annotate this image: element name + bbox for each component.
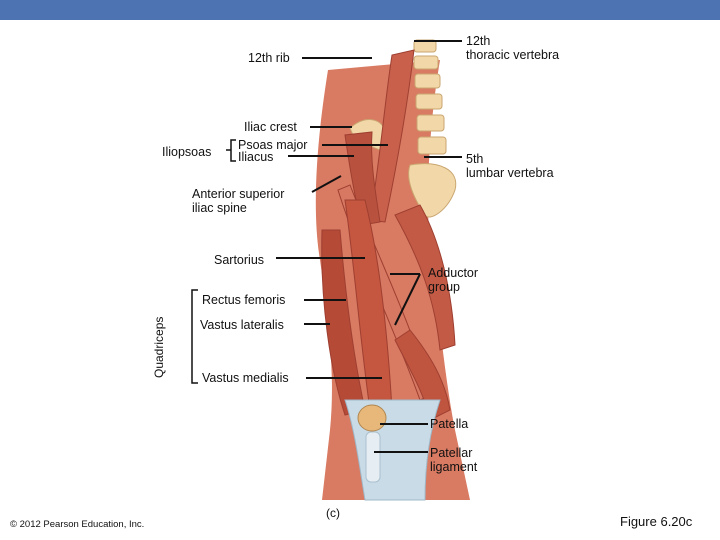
label-iliacus: Iliacus <box>238 150 274 164</box>
label-patellar-ligament: Patellar ligament <box>430 446 477 474</box>
label-vastus-lateralis: Vastus lateralis <box>200 318 284 332</box>
label-line: group <box>428 280 460 294</box>
label-12th-rib: 12th rib <box>248 51 290 65</box>
label-anterior-superior-iliac-spine: Anterior superior iliac spine <box>192 187 284 215</box>
vastus-medialis-muscle <box>394 329 451 421</box>
label-line: Adductor <box>428 266 479 280</box>
label-adductor-group: Adductor group <box>428 266 478 294</box>
quadriceps-bracket <box>191 289 198 384</box>
label-line: lumbar vertebra <box>466 166 554 180</box>
copyright-notice: © 2012 Pearson Education, Inc. <box>10 519 145 530</box>
sacrum <box>408 163 457 218</box>
label-patella: Patella <box>430 417 469 431</box>
label-line: thoracic vertebra <box>466 48 560 62</box>
figure-label: Figure 6.20c <box>620 514 693 529</box>
label-vastus-medialis: Vastus medialis <box>202 371 289 385</box>
label-psoas-major: Psoas major <box>238 138 308 152</box>
patella-bone <box>357 404 387 432</box>
psoas-muscle <box>369 49 415 223</box>
label-iliopsoas: Iliopsoas <box>162 145 212 159</box>
leader-asis <box>311 175 342 193</box>
label-line: 12th <box>466 34 491 48</box>
label-quadriceps: Quadriceps <box>152 316 166 378</box>
top-bar <box>0 0 720 20</box>
panel-label: (c) <box>326 506 340 520</box>
patellar-ligament-band <box>365 431 381 483</box>
label-line: iliac spine <box>192 201 247 215</box>
label-line: Anterior superior <box>192 187 285 201</box>
label-sartorius: Sartorius <box>214 253 265 267</box>
spine <box>413 39 447 155</box>
leader-adductor-2 <box>394 273 421 326</box>
label-5th-lumbar-vertebra: 5th lumbar vertebra <box>466 152 554 180</box>
label-line: Patellar <box>430 446 473 460</box>
label-rectus-femoris: Rectus femoris <box>202 293 286 307</box>
label-line: ligament <box>430 460 478 474</box>
iliopsoas-bracket <box>226 139 236 162</box>
label-line: 5th <box>466 152 484 166</box>
label-iliac-crest: Iliac crest <box>244 120 297 134</box>
adductor-muscles <box>394 204 456 351</box>
label-12th-thoracic-vertebra: 12th thoracic vertebra <box>466 34 559 62</box>
